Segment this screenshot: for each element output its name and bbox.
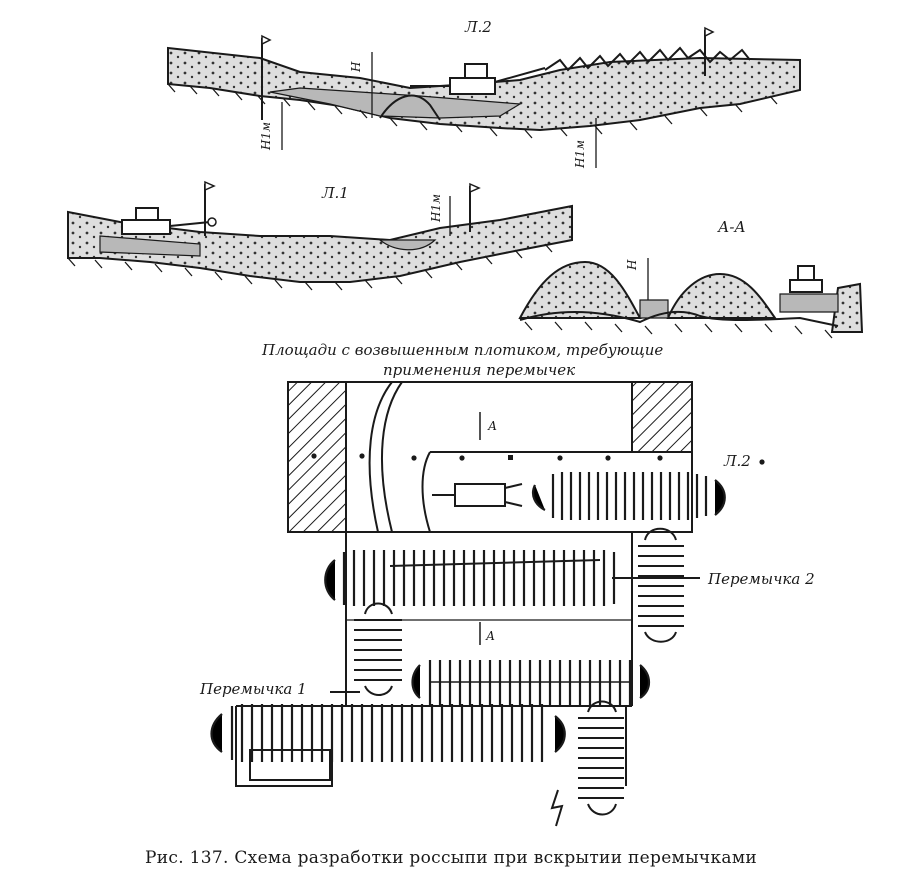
label-l1: Л.1	[321, 184, 349, 202]
label-h1m-right: Н1м	[573, 140, 587, 169]
label-section-aa: А-А	[717, 218, 746, 236]
section-l1: Л.1 Н1м	[67, 180, 573, 291]
label-l2-plan: Л.2	[723, 452, 751, 470]
label-h-l2: Н	[349, 61, 363, 73]
label-dam-1: Перемычка 1	[199, 680, 307, 698]
plan-view: Площади с возвышенным плотиком, требующи…	[199, 341, 815, 827]
label-areas-line1: Площади с возвышенным плотиком, требующи…	[261, 341, 663, 359]
section-l2: Л.2 Н Н1м Н1м	[167, 18, 801, 169]
label-a-bottom: А	[485, 629, 495, 643]
section-aa: А-А Н	[518, 218, 864, 339]
label-l2-top: Л.2	[464, 18, 492, 36]
label-h1m-l1: Н1м	[429, 194, 443, 223]
label-dam-2: Перемычка 2	[707, 570, 815, 588]
label-a-top: А	[487, 419, 497, 433]
label-areas-line2: применения перемычек	[383, 361, 575, 379]
label-h1m-left: Н1м	[259, 122, 273, 151]
label-h-aa: Н	[625, 259, 639, 271]
figure-caption: Рис. 137. Схема разработки россыпи при в…	[145, 848, 757, 868]
